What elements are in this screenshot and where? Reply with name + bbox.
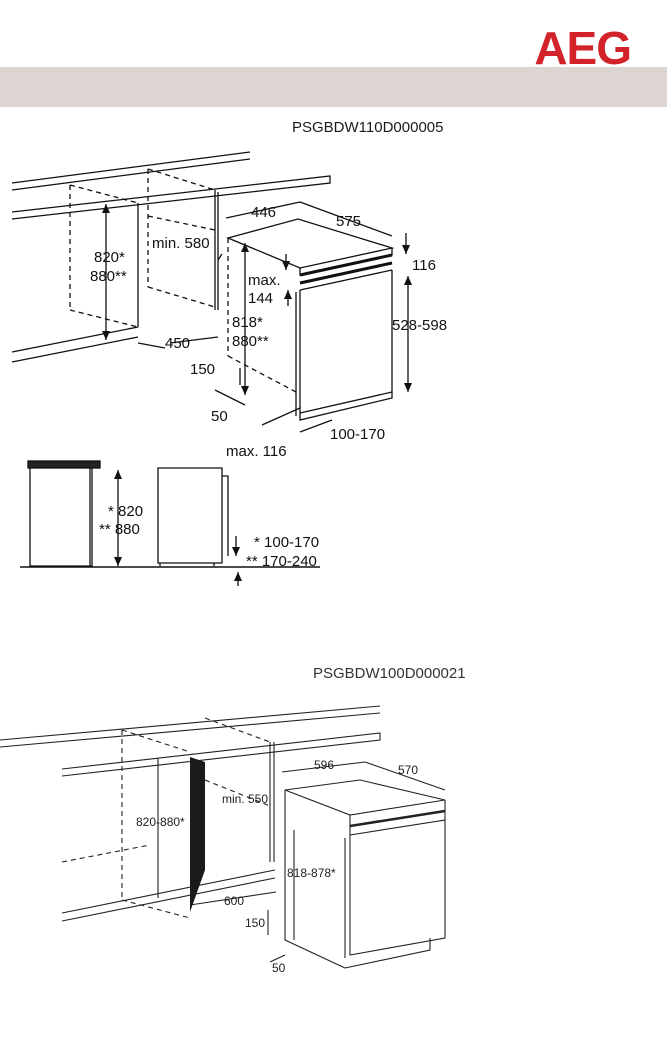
d2-dim-min-550: min. 550 (222, 792, 268, 806)
side-880: ** 880 (99, 521, 140, 538)
side-100-170: * 100-170 (254, 534, 319, 551)
d2-dim-570: 570 (398, 763, 418, 777)
dim-820-star: 820* (94, 249, 125, 266)
dim-880-star: 880** (90, 268, 127, 285)
dim-144: 144 (248, 290, 273, 307)
diagram2-code: PSGBDW100D000021 (313, 665, 466, 682)
side-820: * 820 (108, 503, 143, 520)
dim-575: 575 (336, 213, 361, 230)
dim-min-580: min. 580 (152, 235, 210, 252)
diagram1-code: PSGBDW110D000005 (292, 119, 444, 136)
d2-dim-150: 150 (245, 916, 265, 930)
dim-max: max. (248, 272, 281, 289)
d2-dim-818-878: 818-878* (287, 866, 336, 880)
aeg-logo: AEG (534, 22, 632, 74)
d2-dim-600: 600 (224, 894, 244, 908)
dim-116-top: 116 (412, 257, 436, 274)
dim-100-170: 100-170 (330, 426, 385, 443)
dim-150: 150 (190, 361, 215, 378)
dim-450: 450 (165, 335, 190, 352)
header-band (0, 67, 667, 107)
dim-528-598: 528-598 (392, 317, 447, 334)
d2-dim-50: 50 (272, 961, 286, 975)
dim-max-116: max. 116 (226, 443, 287, 460)
dim-50: 50 (211, 408, 228, 425)
dim-818-star: 818* (232, 314, 263, 331)
side-170-240: ** 170-240 (246, 553, 317, 570)
dim-880-double-star: 880** (232, 333, 269, 350)
dim-446: 446 (251, 204, 276, 221)
d2-dim-596: 596 (314, 758, 334, 772)
d2-dim-820-880: 820-880* (136, 815, 185, 829)
